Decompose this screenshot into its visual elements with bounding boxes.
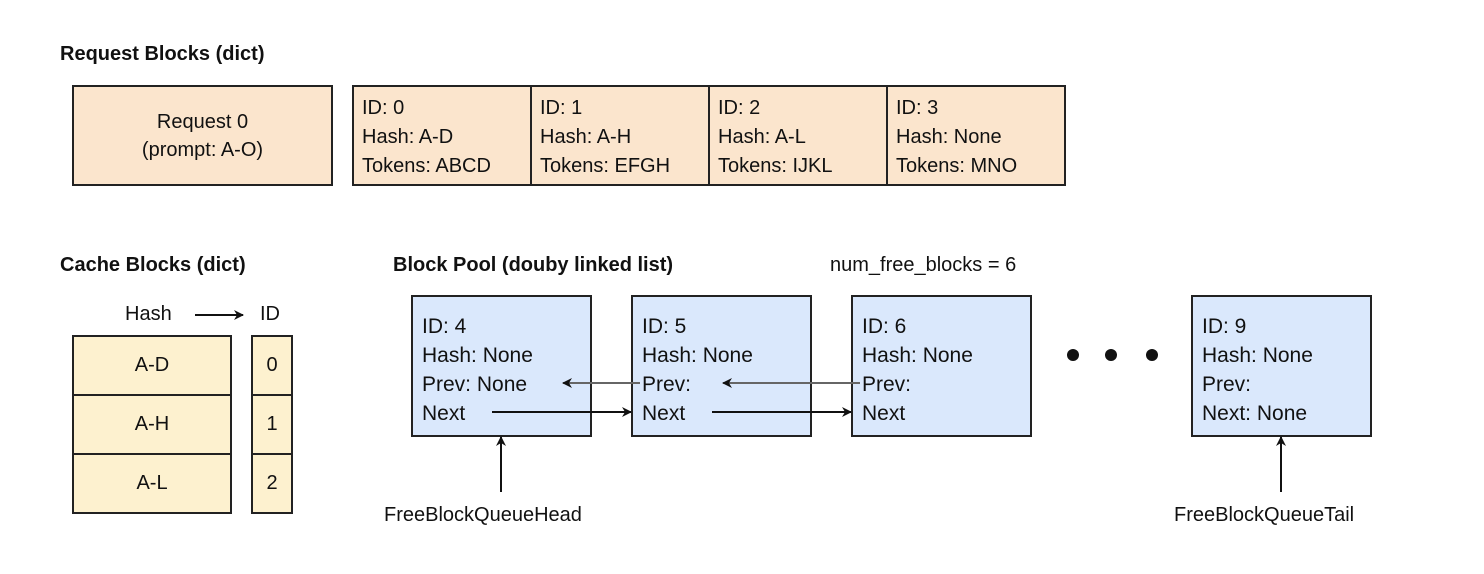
block-id: ID: 3 (896, 97, 939, 119)
block-tokens: Tokens: IJKL (718, 155, 833, 177)
block-pool-title: Block Pool (douby linked list) (393, 254, 674, 276)
id-header: ID (260, 303, 280, 325)
ellipsis-dot (1105, 349, 1117, 361)
block-hash: Hash: None (1202, 344, 1313, 367)
block-id: ID: 2 (718, 97, 761, 119)
block-next: Next (642, 402, 686, 425)
block-id: ID: 0 (362, 97, 405, 119)
pool-block-4: ID: 4 Hash: None Prev: None Next (411, 295, 592, 437)
block-hash: Hash: A-D (362, 126, 454, 148)
block-hash: Hash: A-L (718, 126, 806, 148)
free-block-queue-head-label: FreeBlockQueueHead (384, 504, 582, 526)
cache-hash-cell: A-L (72, 453, 232, 514)
request-block-3: ID: 3 Hash: None Tokens: MNO (886, 85, 1066, 186)
block-prev: Prev: None (422, 373, 528, 396)
block-prev: Prev: (1202, 373, 1252, 396)
block-hash: Hash: None (642, 344, 753, 367)
block-id: ID: 6 (862, 315, 907, 338)
request-label: Request 0 (156, 110, 249, 133)
hash-header: Hash (125, 303, 172, 325)
request-block-0: ID: 0 Hash: A-D Tokens: ABCD (352, 85, 532, 186)
pool-block-5: ID: 5 Hash: None Prev: Next (631, 295, 812, 437)
block-id: ID: 5 (642, 315, 687, 338)
cache-blocks-title: Cache Blocks (dict) (60, 254, 246, 276)
block-id: ID: 9 (1202, 315, 1247, 338)
request-box: Request 0 (prompt: A-O) (72, 85, 333, 186)
block-next: Next (422, 402, 466, 425)
cache-id-cell: 2 (251, 453, 293, 514)
block-tokens: Tokens: ABCD (362, 155, 491, 177)
request-blocks-row: ID: 0 Hash: A-D Tokens: ABCD ID: 1 Hash:… (352, 85, 1066, 186)
cache-id-cell: 0 (251, 335, 293, 396)
cache-id-cell: 1 (251, 394, 293, 455)
cache-id-column: 0 1 2 (251, 335, 293, 514)
block-prev: Prev: (642, 373, 692, 396)
free-block-queue-tail-label: FreeBlockQueueTail (1174, 504, 1355, 526)
ellipsis-dot (1067, 349, 1079, 361)
block-hash: Hash: A-H (540, 126, 632, 148)
cache-hash-column: A-D A-H A-L (72, 335, 232, 514)
request-blocks-title: Request Blocks (dict) (60, 43, 265, 65)
block-hash: Hash: None (422, 344, 533, 367)
free-blocks-count: num_free_blocks = 6 (830, 254, 1017, 276)
request-block-1: ID: 1 Hash: A-H Tokens: EFGH (530, 85, 710, 186)
pool-block-9: ID: 9 Hash: None Prev: Next: None (1191, 295, 1372, 437)
cache-hash-cell: A-H (72, 394, 232, 455)
block-id: ID: 4 (422, 315, 467, 338)
pool-block-6: ID: 6 Hash: None Prev: Next (851, 295, 1032, 437)
ellipsis-dot (1146, 349, 1158, 361)
block-prev: Prev: (862, 373, 912, 396)
block-id: ID: 1 (540, 97, 583, 119)
request-prompt: (prompt: A-O) (141, 138, 264, 161)
block-hash: Hash: None (896, 126, 1002, 148)
request-block-2: ID: 2 Hash: A-L Tokens: IJKL (708, 85, 888, 186)
block-next: Next (862, 402, 906, 425)
block-tokens: Tokens: MNO (896, 155, 1018, 177)
block-tokens: Tokens: EFGH (540, 155, 671, 177)
block-hash: Hash: None (862, 344, 973, 367)
block-next: Next: None (1202, 402, 1308, 425)
